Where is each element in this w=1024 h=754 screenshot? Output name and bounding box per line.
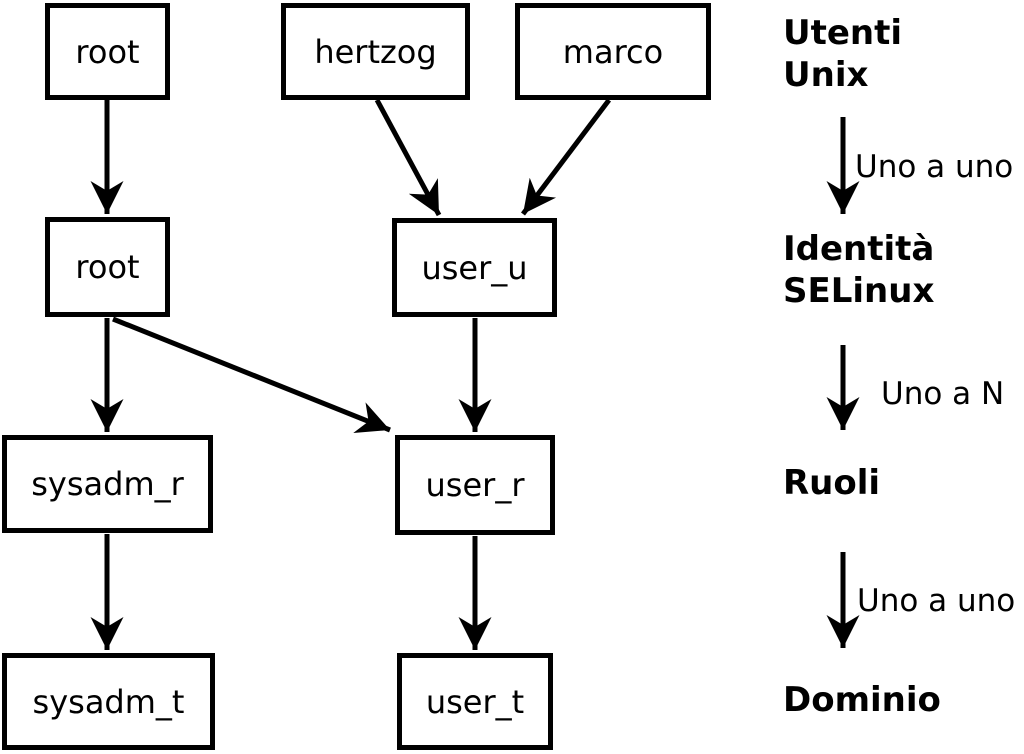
node-label: root [75,248,140,286]
legend-relation-label-uno-a-uno-1: Uno a uno [855,149,1014,185]
node-domain-sysadm-t: sysadm_t [2,653,215,750]
node-label: root [75,32,140,71]
node-label: hertzog [314,32,437,71]
node-label: sysadm_t [32,682,185,721]
node-label: user_r [425,466,525,504]
node-role-user-r: user_r [395,435,555,535]
node-unix-user-root: root [45,3,170,100]
legend-level-dominio: Dominio [783,680,941,720]
legend-relation-label-uno-a-uno-2: Uno a uno [857,583,1016,619]
node-unix-user-hertzog: hertzog [281,3,470,100]
node-label: sysadm_r [31,465,184,503]
legend-level-utenti-unix: Utenti Unix [783,13,903,95]
edge-hertzog-to-user-u [374,98,442,217]
node-selinux-identity-root: root [45,217,170,317]
edge-selinux-root-to-user-r [112,316,391,434]
node-label: user_t [425,682,525,721]
edge-marco-to-user-u [521,98,611,216]
node-selinux-identity-user-u: user_u [392,218,557,317]
node-label: user_u [421,248,528,287]
node-label: marco [562,32,664,71]
legend-level-ruoli: Ruoli [783,463,881,503]
node-domain-user-t: user_t [397,653,553,750]
legend-relation-label-uno-a-n: Uno a N [881,376,1005,412]
legend-level-identita-selinux: Identità SELinux [783,229,935,311]
node-role-sysadm-r: sysadm_r [2,435,213,533]
node-unix-user-marco: marco [515,3,711,100]
